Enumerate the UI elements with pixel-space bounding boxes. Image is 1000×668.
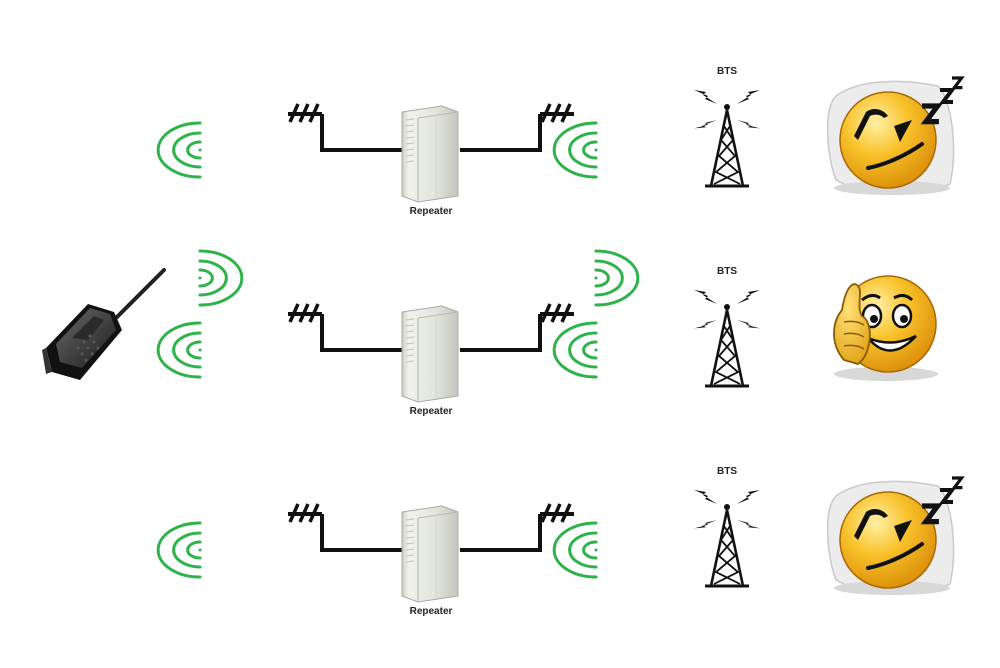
signal-chain-row: Repeater BTS: [156, 466, 965, 617]
signal-waves-icon: [156, 121, 202, 179]
signal-waves-icon: [156, 321, 202, 379]
cable-right: [460, 114, 542, 152]
cell-tower-icon: [694, 290, 760, 388]
repeater-label: Repeater: [410, 206, 453, 217]
donor-antenna-icon: [288, 303, 322, 323]
donor-antenna-icon: [288, 103, 322, 123]
cable-right: [460, 314, 542, 352]
repeater-device-icon: [401, 105, 459, 203]
signal-chain-row: Repeater BTS: [156, 66, 965, 217]
service-antenna-icon: [540, 103, 574, 123]
cell-tower-icon: [694, 90, 760, 188]
cell-tower-icon: [694, 490, 760, 588]
bts-label: BTS: [717, 466, 737, 477]
signal-waves-icon: [552, 521, 598, 579]
signal-waves-icon: [552, 321, 598, 379]
service-antenna-icon: [540, 503, 574, 523]
walkie-talkie-icon: [42, 268, 166, 380]
service-antenna-icon: [540, 303, 574, 323]
cable-right: [460, 514, 542, 552]
cable-left: [320, 314, 402, 352]
repeater-label: Repeater: [410, 606, 453, 617]
bts-label: BTS: [717, 66, 737, 77]
bts-label: BTS: [717, 266, 737, 277]
cable-left: [320, 514, 402, 552]
repeater-label: Repeater: [410, 406, 453, 417]
sleeping-face-icon: [826, 76, 965, 195]
sleeping-face-icon: [826, 476, 965, 595]
repeater-device-icon: [401, 505, 459, 603]
signal-waves-icon: [156, 521, 202, 579]
cable-left: [320, 114, 402, 152]
signal-waves-icon: [594, 249, 640, 307]
repeater-device-icon: [401, 305, 459, 403]
happy-face-icon: [833, 275, 938, 381]
signal-waves-icon: [198, 249, 244, 307]
signal-chain-row: Repeater BTS: [156, 249, 938, 417]
donor-antenna-icon: [288, 503, 322, 523]
signal-waves-icon: [552, 121, 598, 179]
